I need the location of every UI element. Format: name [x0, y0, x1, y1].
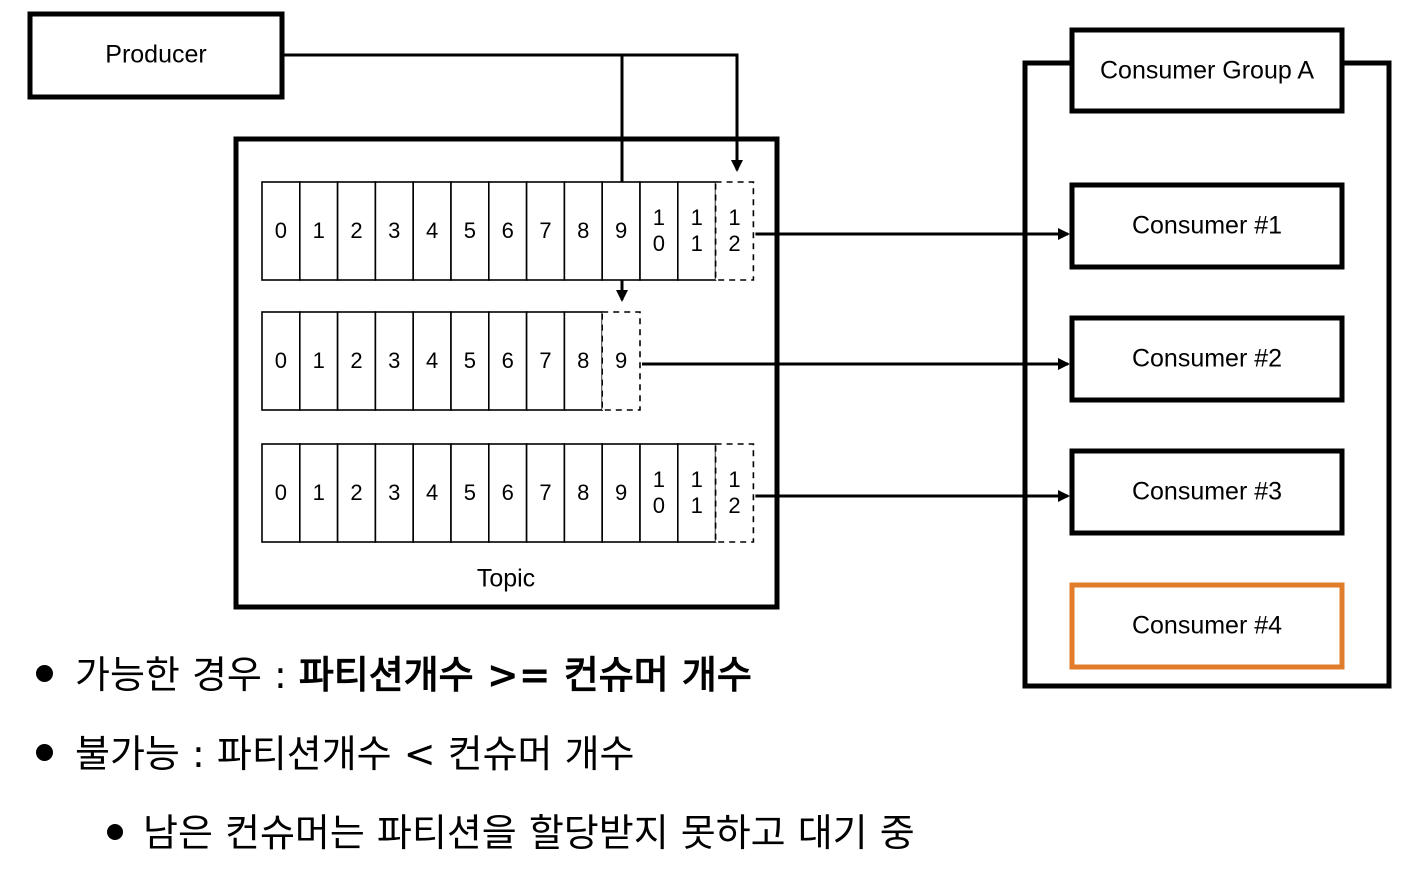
partition-offset-label: 4	[426, 480, 438, 505]
partition-next-offset-cell	[601, 311, 641, 411]
partition-next-offset-label: 2	[728, 231, 740, 256]
partition-offset-cell	[487, 181, 528, 281]
partition-offset-label: 1	[313, 480, 325, 505]
partition-offset-label: 9	[615, 218, 627, 243]
partition-offset-cell	[412, 181, 452, 281]
partition-next-offset-label: 9	[615, 348, 627, 373]
producer-label: Producer	[105, 41, 206, 69]
partition-offset-cell	[261, 311, 301, 411]
partition-next-offset-cell	[714, 443, 755, 543]
partition-offset-cell	[412, 443, 452, 543]
producer-arrow-partition-1	[282, 53, 743, 172]
partition-next-offset-label: 1	[728, 205, 740, 230]
partition-offset-label: 4	[426, 218, 438, 243]
consumer-3-box	[1069, 448, 1345, 536]
partition-offset-cell	[374, 311, 414, 411]
partition-offset-label: 5	[464, 218, 476, 243]
partition-offset-cell	[639, 443, 679, 543]
partition-offset-label: 1	[653, 205, 665, 230]
partition-offset-label: 4	[426, 348, 438, 373]
partition-offset-label: 5	[464, 480, 476, 505]
partition-offset-label: 1	[313, 218, 325, 243]
consumer-group-label: Consumer Group A	[1100, 57, 1314, 85]
partition-offset-cell	[601, 443, 641, 543]
partition-offset-cell	[450, 443, 490, 543]
partition-offset-label: 7	[539, 480, 551, 505]
partition-offset-label: 0	[275, 218, 287, 243]
consumer-4-label: Consumer #4	[1132, 612, 1282, 640]
consumer-2-label: Consumer #2	[1132, 345, 1282, 373]
partition-offset-label: 2	[350, 480, 362, 505]
consumer-1-box	[1069, 182, 1345, 270]
partition-offset-cell	[336, 443, 377, 543]
consumer-3-label: Consumer #3	[1132, 478, 1282, 506]
partition-offset-label: 2	[350, 218, 362, 243]
partition-offset-label: 1	[691, 205, 703, 230]
topic-label: Topic	[477, 565, 535, 593]
partition-offset-label: 1	[691, 467, 703, 492]
partition-next-offset-label: 2	[728, 493, 740, 518]
partition-offset-label: 8	[577, 480, 589, 505]
partition-offset-cell	[676, 443, 717, 543]
partition-offset-cell	[412, 311, 452, 411]
partition-offset-label: 1	[313, 348, 325, 373]
partition-offset-label: 1	[691, 493, 703, 518]
partition-offset-cell	[374, 443, 414, 543]
consumer-group-title-box	[1069, 27, 1345, 114]
consumer-1-label: Consumer #1	[1132, 212, 1282, 240]
partition-offset-cell	[450, 181, 490, 281]
partition-offset-label: 9	[615, 480, 627, 505]
partition-offset-label: 8	[577, 218, 589, 243]
partition-offset-label: 7	[539, 218, 551, 243]
partition-offset-label: 2	[350, 348, 362, 373]
partition-offset-label: 3	[388, 348, 400, 373]
consumer-4-box	[1069, 582, 1345, 670]
consumer-2-box	[1069, 315, 1345, 403]
partition-next-offset-label: 1	[728, 467, 740, 492]
partition-offset-cell	[525, 443, 566, 543]
partition-offset-label: 0	[275, 480, 287, 505]
assignment-arrows	[642, 228, 1070, 502]
partition-offset-cell	[336, 181, 377, 281]
partition-offset-cell	[525, 181, 566, 281]
partition-offset-label: 7	[539, 348, 551, 373]
partition-next-offset-cell	[714, 181, 755, 281]
partition-offset-label: 6	[502, 218, 514, 243]
partition-offset-cell	[298, 443, 339, 543]
partition-offset-label: 5	[464, 348, 476, 373]
partition-offset-label: 0	[653, 231, 665, 256]
partition-offset-label: 8	[577, 348, 589, 373]
consumers: Consumer #1 Consumer #2 Consumer #3 Consume…	[1069, 182, 1345, 670]
partition-offset-label: 6	[502, 348, 514, 373]
producer-box	[27, 11, 285, 100]
partition-offset-cell	[298, 181, 339, 281]
partition-offset-label: 1	[691, 231, 703, 256]
topic-box	[233, 136, 780, 610]
partition-offset-label: 3	[388, 218, 400, 243]
partition-offset-label: 1	[653, 467, 665, 492]
partition-offset-label: 3	[388, 480, 400, 505]
partition-offset-label: 6	[502, 480, 514, 505]
partition-offset-label: 0	[653, 493, 665, 518]
partition-offset-label: 0	[275, 348, 287, 373]
partition-offset-cell	[676, 181, 717, 281]
partition-offset-cell	[601, 181, 641, 281]
